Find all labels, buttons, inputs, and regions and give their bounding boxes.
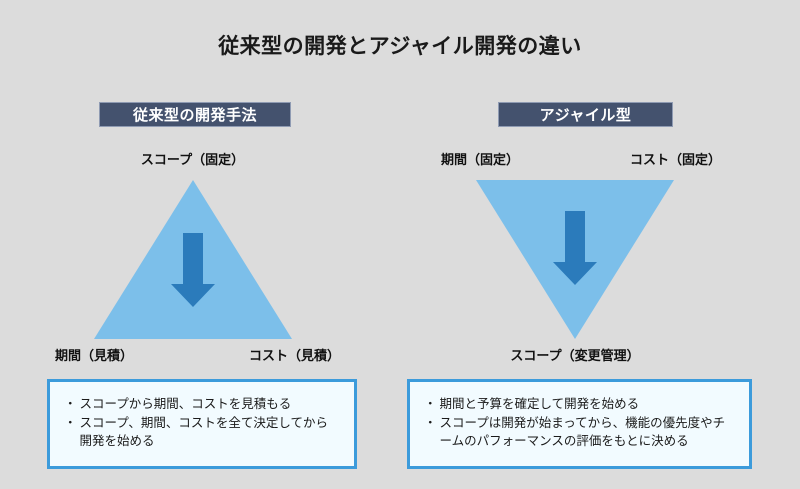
triangle-up-shape xyxy=(94,180,292,339)
label-traditional-duration: 期間（見積） xyxy=(55,348,134,363)
list-item-text: スコープは開発が始まってから、機能の優先度やチームのパフォーマンスの評価をもとに… xyxy=(439,416,726,449)
list-item: ・ スコープ、期間、コストを全て決定してから開発を始める xyxy=(64,414,340,450)
column-header-agile: アジャイル型 xyxy=(498,102,673,127)
label-traditional-cost: コスト（見積） xyxy=(249,348,341,363)
bullet-marker: ・ xyxy=(424,397,437,411)
description-box-traditional: ・ スコープから期間、コストを見積もる ・ スコープ、期間、コストを全て決定して… xyxy=(47,379,357,469)
triangle-agile xyxy=(476,180,674,339)
label-agile-scope: スコープ（変更管理） xyxy=(510,348,640,363)
list-item-text: スコープから期間、コストを見積もる xyxy=(79,397,292,411)
label-traditional-scope: スコープ（固定） xyxy=(140,152,245,167)
description-box-agile: ・ 期間と予算を確定して開発を始める ・ スコープは開発が始まってから、機能の優… xyxy=(407,379,752,469)
list-item-text: 期間と予算を確定して開発を始める xyxy=(439,397,640,411)
list-item: ・ 期間と予算を確定して開発を始める xyxy=(424,395,735,413)
list-item-text: スコープ、期間、コストを全て決定してから開発を始める xyxy=(79,416,329,449)
column-header-traditional: 従来型の開発手法 xyxy=(99,102,291,127)
page-title: 従来型の開発とアジャイル開発の違い xyxy=(218,35,582,58)
down-arrow-icon xyxy=(171,233,215,307)
label-agile-duration: 期間（固定） xyxy=(441,152,520,167)
bullet-marker: ・ xyxy=(424,416,437,431)
down-arrow-icon xyxy=(553,211,597,285)
bullet-marker: ・ xyxy=(64,397,77,411)
triangle-traditional xyxy=(94,180,292,339)
triangle-down-shape xyxy=(476,180,674,339)
list-item: ・ スコープは開発が始まってから、機能の優先度やチームのパフォーマンスの評価をも… xyxy=(424,414,735,450)
bullet-marker: ・ xyxy=(64,416,77,431)
label-agile-cost: コスト（固定） xyxy=(630,152,722,167)
list-item: ・ スコープから期間、コストを見積もる xyxy=(64,395,340,413)
